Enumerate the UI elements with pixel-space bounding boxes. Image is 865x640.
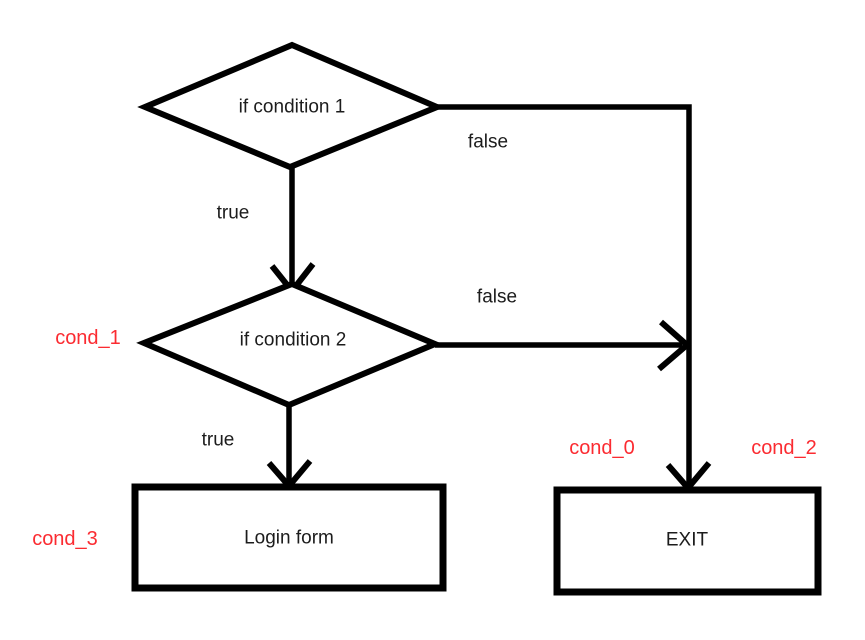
decision2-diamond xyxy=(136,280,443,409)
exit-label: EXIT xyxy=(665,529,709,551)
decision1-diamond xyxy=(137,41,445,171)
edge-label-true-1: true xyxy=(216,202,250,224)
login-form-box xyxy=(131,483,447,592)
edge-label-false-1: false xyxy=(467,131,509,153)
annotation-cond-2: cond_2 xyxy=(751,437,817,459)
edge-decision1-exit xyxy=(437,104,692,484)
decision1-label: if condition 1 xyxy=(238,96,346,118)
annotation-cond-0: cond_0 xyxy=(569,437,635,459)
edge-label-true-2: true xyxy=(201,429,235,451)
login-form-label: Login form xyxy=(244,527,334,549)
decision2-label: if condition 2 xyxy=(239,329,347,351)
edge-label-false-2: false xyxy=(476,286,518,308)
annotation-cond-1: cond_1 xyxy=(55,327,121,349)
exit-box xyxy=(553,486,822,596)
arrowhead-junction-right xyxy=(657,319,692,372)
annotation-cond-3: cond_3 xyxy=(32,528,98,550)
